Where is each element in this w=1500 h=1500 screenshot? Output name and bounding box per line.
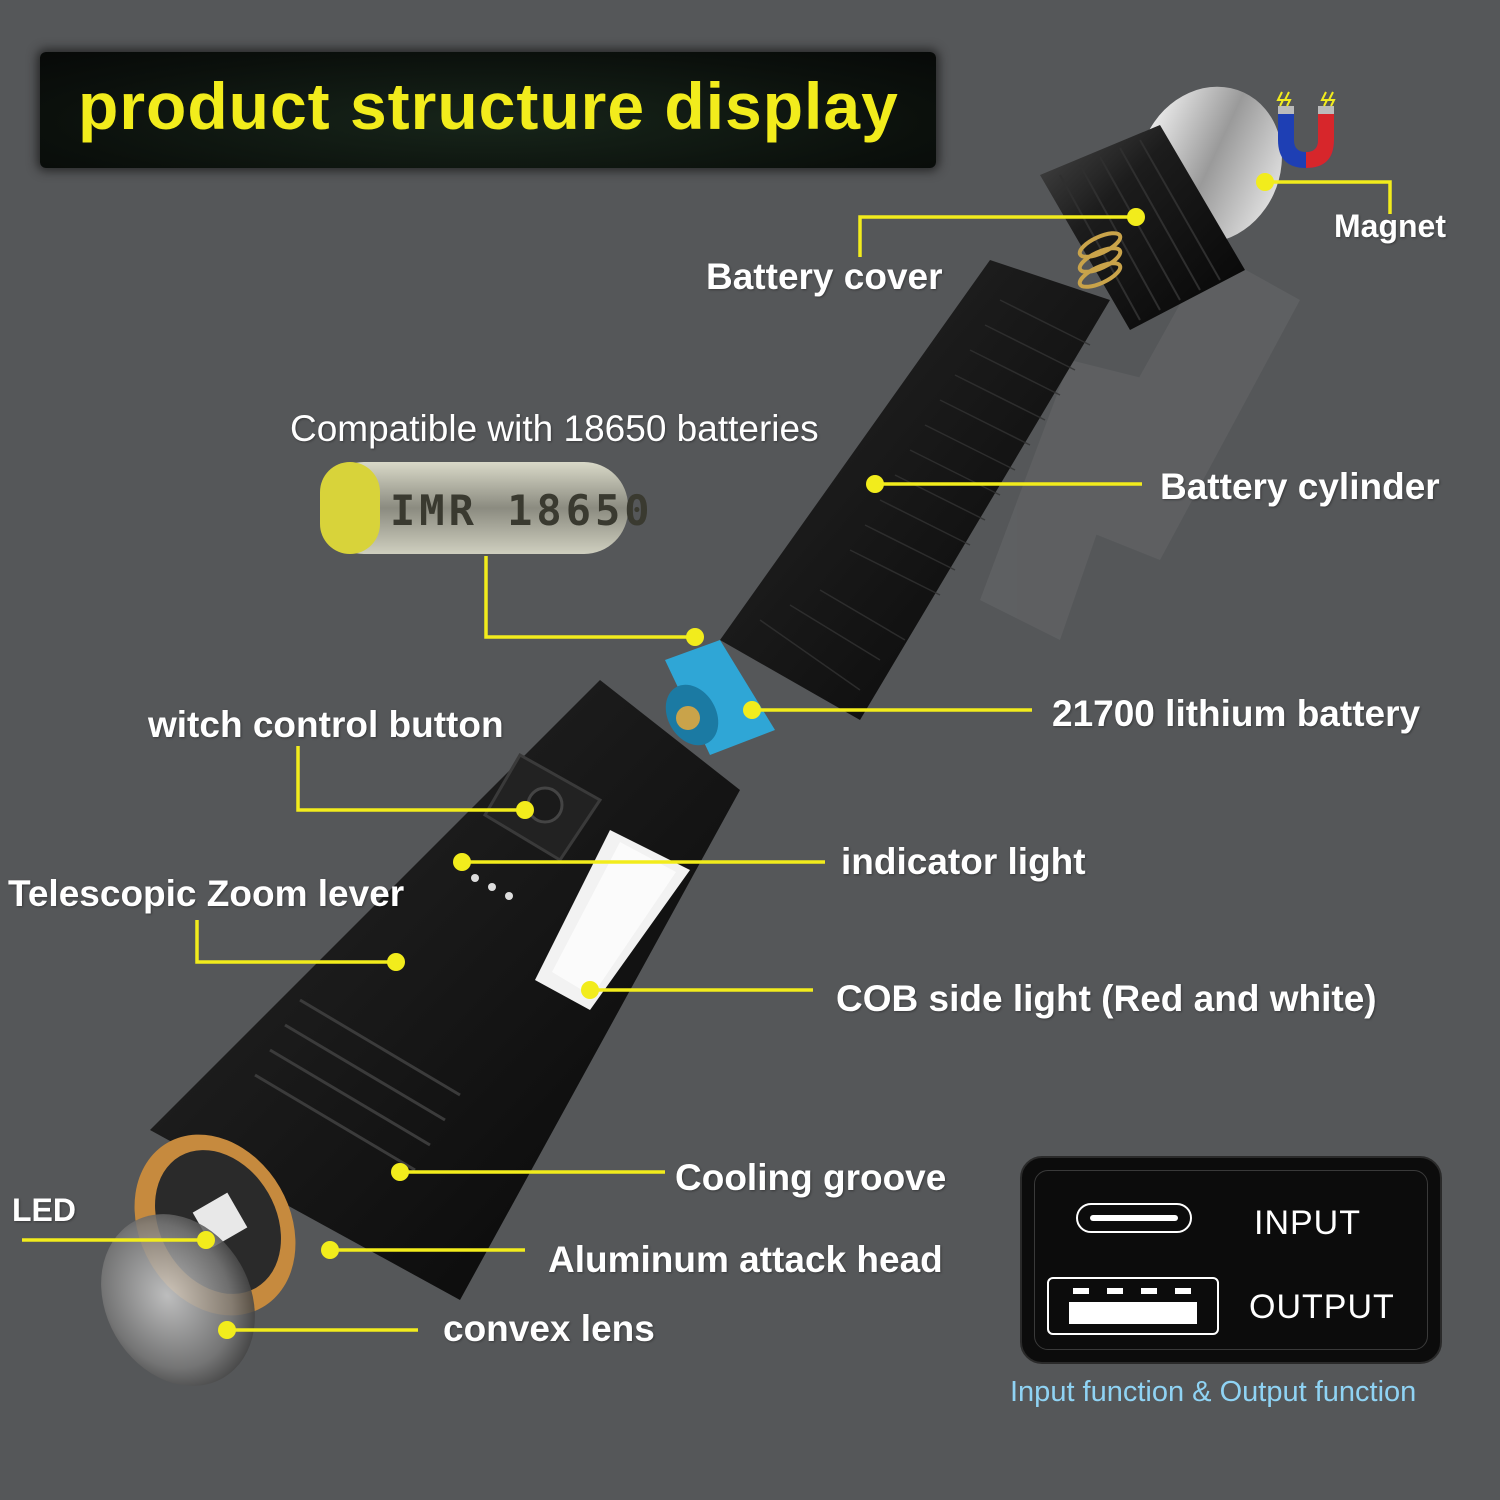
label-switch-button: witch control button xyxy=(148,704,504,745)
output-label: OUTPUT xyxy=(1249,1288,1395,1326)
usb-a-port-icon xyxy=(1047,1277,1219,1335)
battery-tube xyxy=(720,260,1110,720)
callout-magnet xyxy=(1265,180,1392,214)
ports-panel-inner xyxy=(1034,1170,1428,1350)
label-convex-lens: convex lens xyxy=(443,1308,655,1349)
title-banner xyxy=(40,52,936,168)
callout-lines xyxy=(22,180,1392,1332)
label-led: LED xyxy=(12,1192,76,1228)
battery-print: IMR 18650 xyxy=(390,486,654,535)
label-attack-head: Aluminum attack head xyxy=(548,1239,943,1280)
ports-caption: Input function & Output function xyxy=(1010,1376,1417,1408)
page-title: product structure display xyxy=(78,69,899,143)
battery-ring xyxy=(665,640,775,755)
label-indicator-light: indicator light xyxy=(841,841,1086,882)
callout-battery-cover xyxy=(858,215,1136,257)
head-body xyxy=(150,680,740,1300)
callout-switch xyxy=(296,746,525,812)
label-compatible: Compatible with 18650 batteries xyxy=(290,408,819,449)
ports-panel xyxy=(1020,1156,1442,1364)
battery-18650: IMR 18650 xyxy=(320,462,654,554)
label-cob-light: COB side light (Red and white) xyxy=(836,978,1377,1019)
label-zoom-lever: Telescopic Zoom lever xyxy=(8,873,405,914)
callout-18650 xyxy=(484,556,695,639)
tail-cap xyxy=(1040,86,1282,330)
label-cooling-groove: Cooling groove xyxy=(675,1157,947,1198)
usb-c-port-icon xyxy=(1076,1203,1192,1233)
magnet-icon xyxy=(1276,91,1336,168)
callout-zoom xyxy=(195,920,396,964)
led-head xyxy=(101,1134,296,1386)
callout-dots xyxy=(197,173,1274,1339)
label-magnet: Magnet xyxy=(1334,208,1446,244)
label-battery-cover: Battery cover xyxy=(706,256,943,297)
label-21700-battery: 21700 lithium battery xyxy=(1052,693,1421,734)
input-label: INPUT xyxy=(1254,1204,1361,1242)
label-battery-cylinder: Battery cylinder xyxy=(1160,466,1440,507)
